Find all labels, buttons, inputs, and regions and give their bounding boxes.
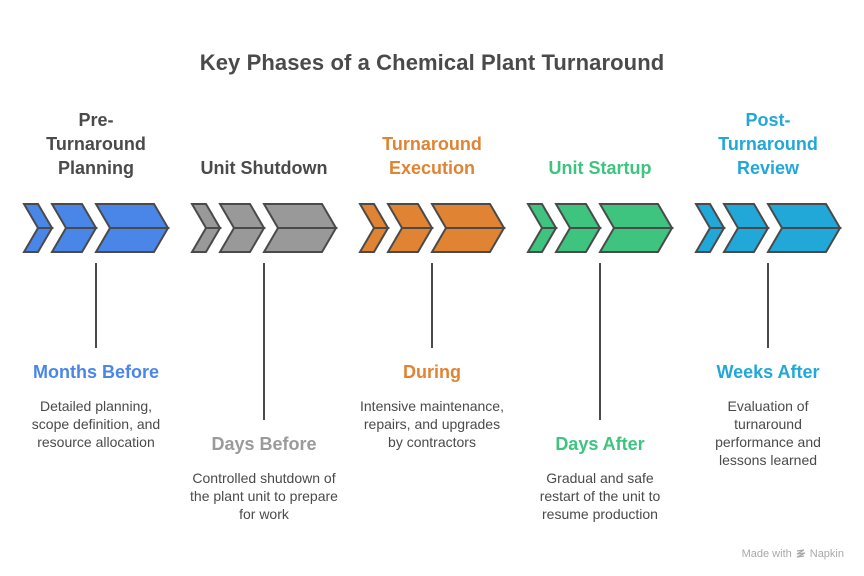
- phase-description: Evaluation of turnaround performance and…: [715, 398, 821, 468]
- timing-label: Months Before: [33, 362, 159, 382]
- timing-label: Days Before: [211, 434, 317, 454]
- diagram-title: Key Phases of a Chemical Plant Turnaroun…: [199, 50, 665, 75]
- chevron-medium-icon: [218, 203, 266, 253]
- phase-chevrons: [526, 203, 674, 253]
- napkin-logo-icon: [796, 549, 806, 558]
- connector-line: [95, 263, 97, 348]
- chevron-medium-icon: [50, 203, 98, 253]
- chevron-small-icon: [190, 203, 222, 253]
- phase-name-line: Turnaround: [46, 134, 146, 154]
- timing-label: During: [403, 362, 461, 382]
- chevron-small-icon: [526, 203, 558, 253]
- chevron-large-icon: [262, 203, 338, 253]
- chevron-small-icon: [694, 203, 726, 253]
- chevron-large-icon: [430, 203, 506, 253]
- connector-line: [263, 263, 265, 420]
- connector-line: [767, 263, 769, 348]
- phase-name-line: Execution: [388, 158, 476, 178]
- phase-name-line: Unit Startup: [548, 158, 652, 178]
- chevron-large-icon: [766, 203, 842, 253]
- phase-name-line: Planning: [58, 158, 134, 178]
- phase-chevrons: [358, 203, 506, 253]
- phase-chevrons: [694, 203, 842, 253]
- phase-name: Unit Startup: [525, 108, 675, 180]
- chevron-medium-icon: [386, 203, 434, 253]
- brand-label: Napkin: [809, 548, 844, 560]
- chevron-large-icon: [94, 203, 170, 253]
- phase-name: Unit Shutdown: [189, 108, 339, 180]
- connector-line: [599, 263, 601, 420]
- phase-name-line: Turnaround: [382, 134, 482, 154]
- phase-name-line: Pre-: [78, 110, 114, 130]
- phase-description: Intensive maintenance, repairs, and upgr…: [360, 398, 504, 450]
- phase-name-line: Unit Shutdown: [200, 158, 328, 178]
- phase-name-line: Turnaround: [718, 134, 818, 154]
- phase-chevrons: [190, 203, 338, 253]
- chevron-small-icon: [358, 203, 390, 253]
- timing-label: Days After: [555, 434, 645, 454]
- watermark: Made with Napkin: [742, 548, 844, 560]
- chevron-large-icon: [598, 203, 674, 253]
- phase-chevrons: [22, 203, 170, 253]
- phase-name-line: Review: [736, 158, 800, 178]
- phase-description: Detailed planning, scope definition, and…: [31, 398, 161, 450]
- chevron-small-icon: [22, 203, 54, 253]
- phase-description: Gradual and safe restart of the unit to …: [539, 470, 661, 522]
- made-with-label: Made with: [741, 548, 792, 560]
- connector-line: [431, 263, 433, 348]
- phase-name-line: Post-: [745, 110, 791, 130]
- chevron-medium-icon: [722, 203, 770, 253]
- timing-label: Weeks After: [716, 362, 820, 382]
- chevron-medium-icon: [554, 203, 602, 253]
- phase-description: Controlled shutdown of the plant unit to…: [190, 470, 338, 522]
